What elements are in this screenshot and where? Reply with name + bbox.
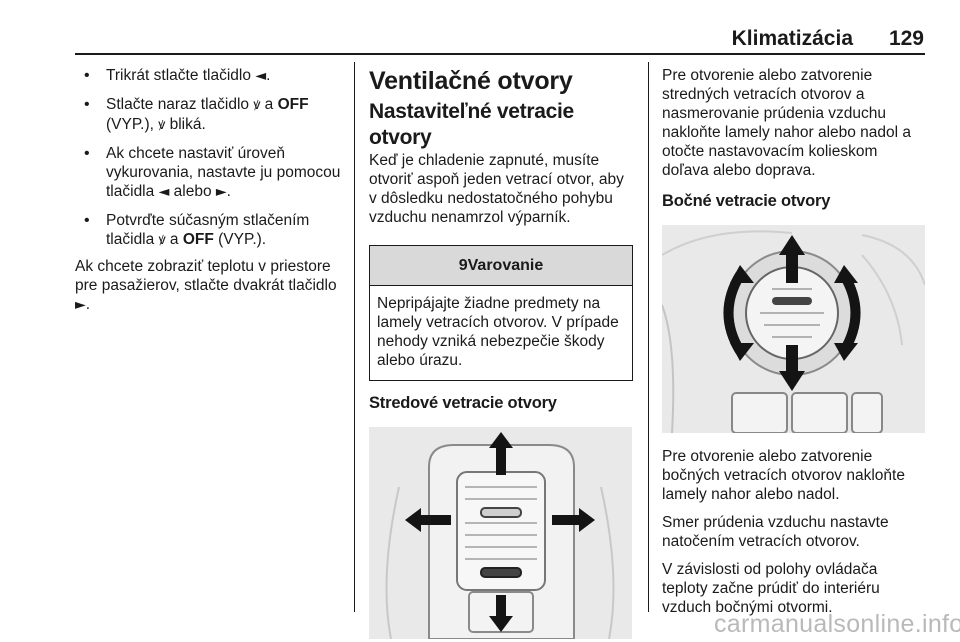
warning-text: Nepripájajte žiadne predmety na lamely v… <box>377 295 619 369</box>
warning-icon: 9 <box>458 257 468 274</box>
header-rule <box>75 53 925 55</box>
watermark: carmanualsonline.info <box>714 610 960 638</box>
column-3: Pre otvorenie alebo zatvorenie stredných… <box>662 66 925 626</box>
paragraph: Smer prúdenia vzduchu nastavte natočením… <box>662 514 889 550</box>
section-heading: Ventilačné otvory <box>369 67 573 95</box>
center-vents-image <box>369 427 632 639</box>
instruction-list: Trikrát stlačte tlačidlo ◄. Stlačte nara… <box>75 66 343 250</box>
center-vents-illustration <box>369 427 632 639</box>
heat-button-symbol: ꝟ <box>253 97 261 113</box>
subsection-heading: Bočné vetracie otvory <box>662 192 831 210</box>
right-arrow-button-symbol: ► <box>215 184 227 200</box>
heat-button-symbol: ꝟ <box>158 117 166 133</box>
subsection-heading: Nastaviteľné vetracie otvory <box>369 100 574 149</box>
off-label: OFF <box>277 96 309 113</box>
right-arrow-button-symbol: ► <box>75 297 86 313</box>
list-item: Trikrát stlačte tlačidlo ◄. <box>75 66 343 86</box>
column-1: Trikrát stlačte tlačidlo ◄. Stlačte nara… <box>75 66 343 324</box>
left-arrow-button-symbol: ◄ <box>255 68 267 84</box>
column-divider-right <box>648 62 649 612</box>
heat-button-symbol: ꝟ <box>158 232 166 248</box>
paragraph: V závislosti od polohy ovládača teploty … <box>662 561 880 616</box>
warning-header: 9Varovanie <box>370 246 632 286</box>
page-number: 129 <box>888 27 924 50</box>
paragraph: Pre otvorenie alebo zatvorenie bočných v… <box>662 448 905 503</box>
warning-box: 9Varovanie Nepripájajte žiadne predmety … <box>369 245 633 381</box>
column-divider-left <box>354 62 355 612</box>
paragraph: Ak chcete zobraziť teplotu v priestore p… <box>75 258 337 313</box>
column-2: Ventilačné otvory Nastaviteľné vetracie … <box>369 66 633 639</box>
list-item: Stlačte naraz tlačidlo ꝟ a OFF (VYP.), ꝟ… <box>75 95 343 135</box>
left-arrow-button-symbol: ◄ <box>158 184 170 200</box>
list-item: Ak chcete nastaviť úroveň vykurovania, n… <box>75 144 343 202</box>
warning-title: Varovanie <box>467 257 544 274</box>
off-label: OFF <box>182 231 214 248</box>
page-header-title: Klimatizácia <box>731 27 853 50</box>
list-item: Potvrďte súčasným stlačením tlačidla ꝟ a… <box>75 211 343 250</box>
paragraph: Pre otvorenie alebo zatvorenie stredných… <box>662 67 912 179</box>
intro-paragraph: Keď je chladenie zapnuté, musíte otvoriť… <box>369 152 624 226</box>
side-vents-image <box>662 225 925 433</box>
subsection-heading: Stredové vetracie otvory <box>369 394 557 412</box>
side-vents-illustration <box>662 225 925 433</box>
